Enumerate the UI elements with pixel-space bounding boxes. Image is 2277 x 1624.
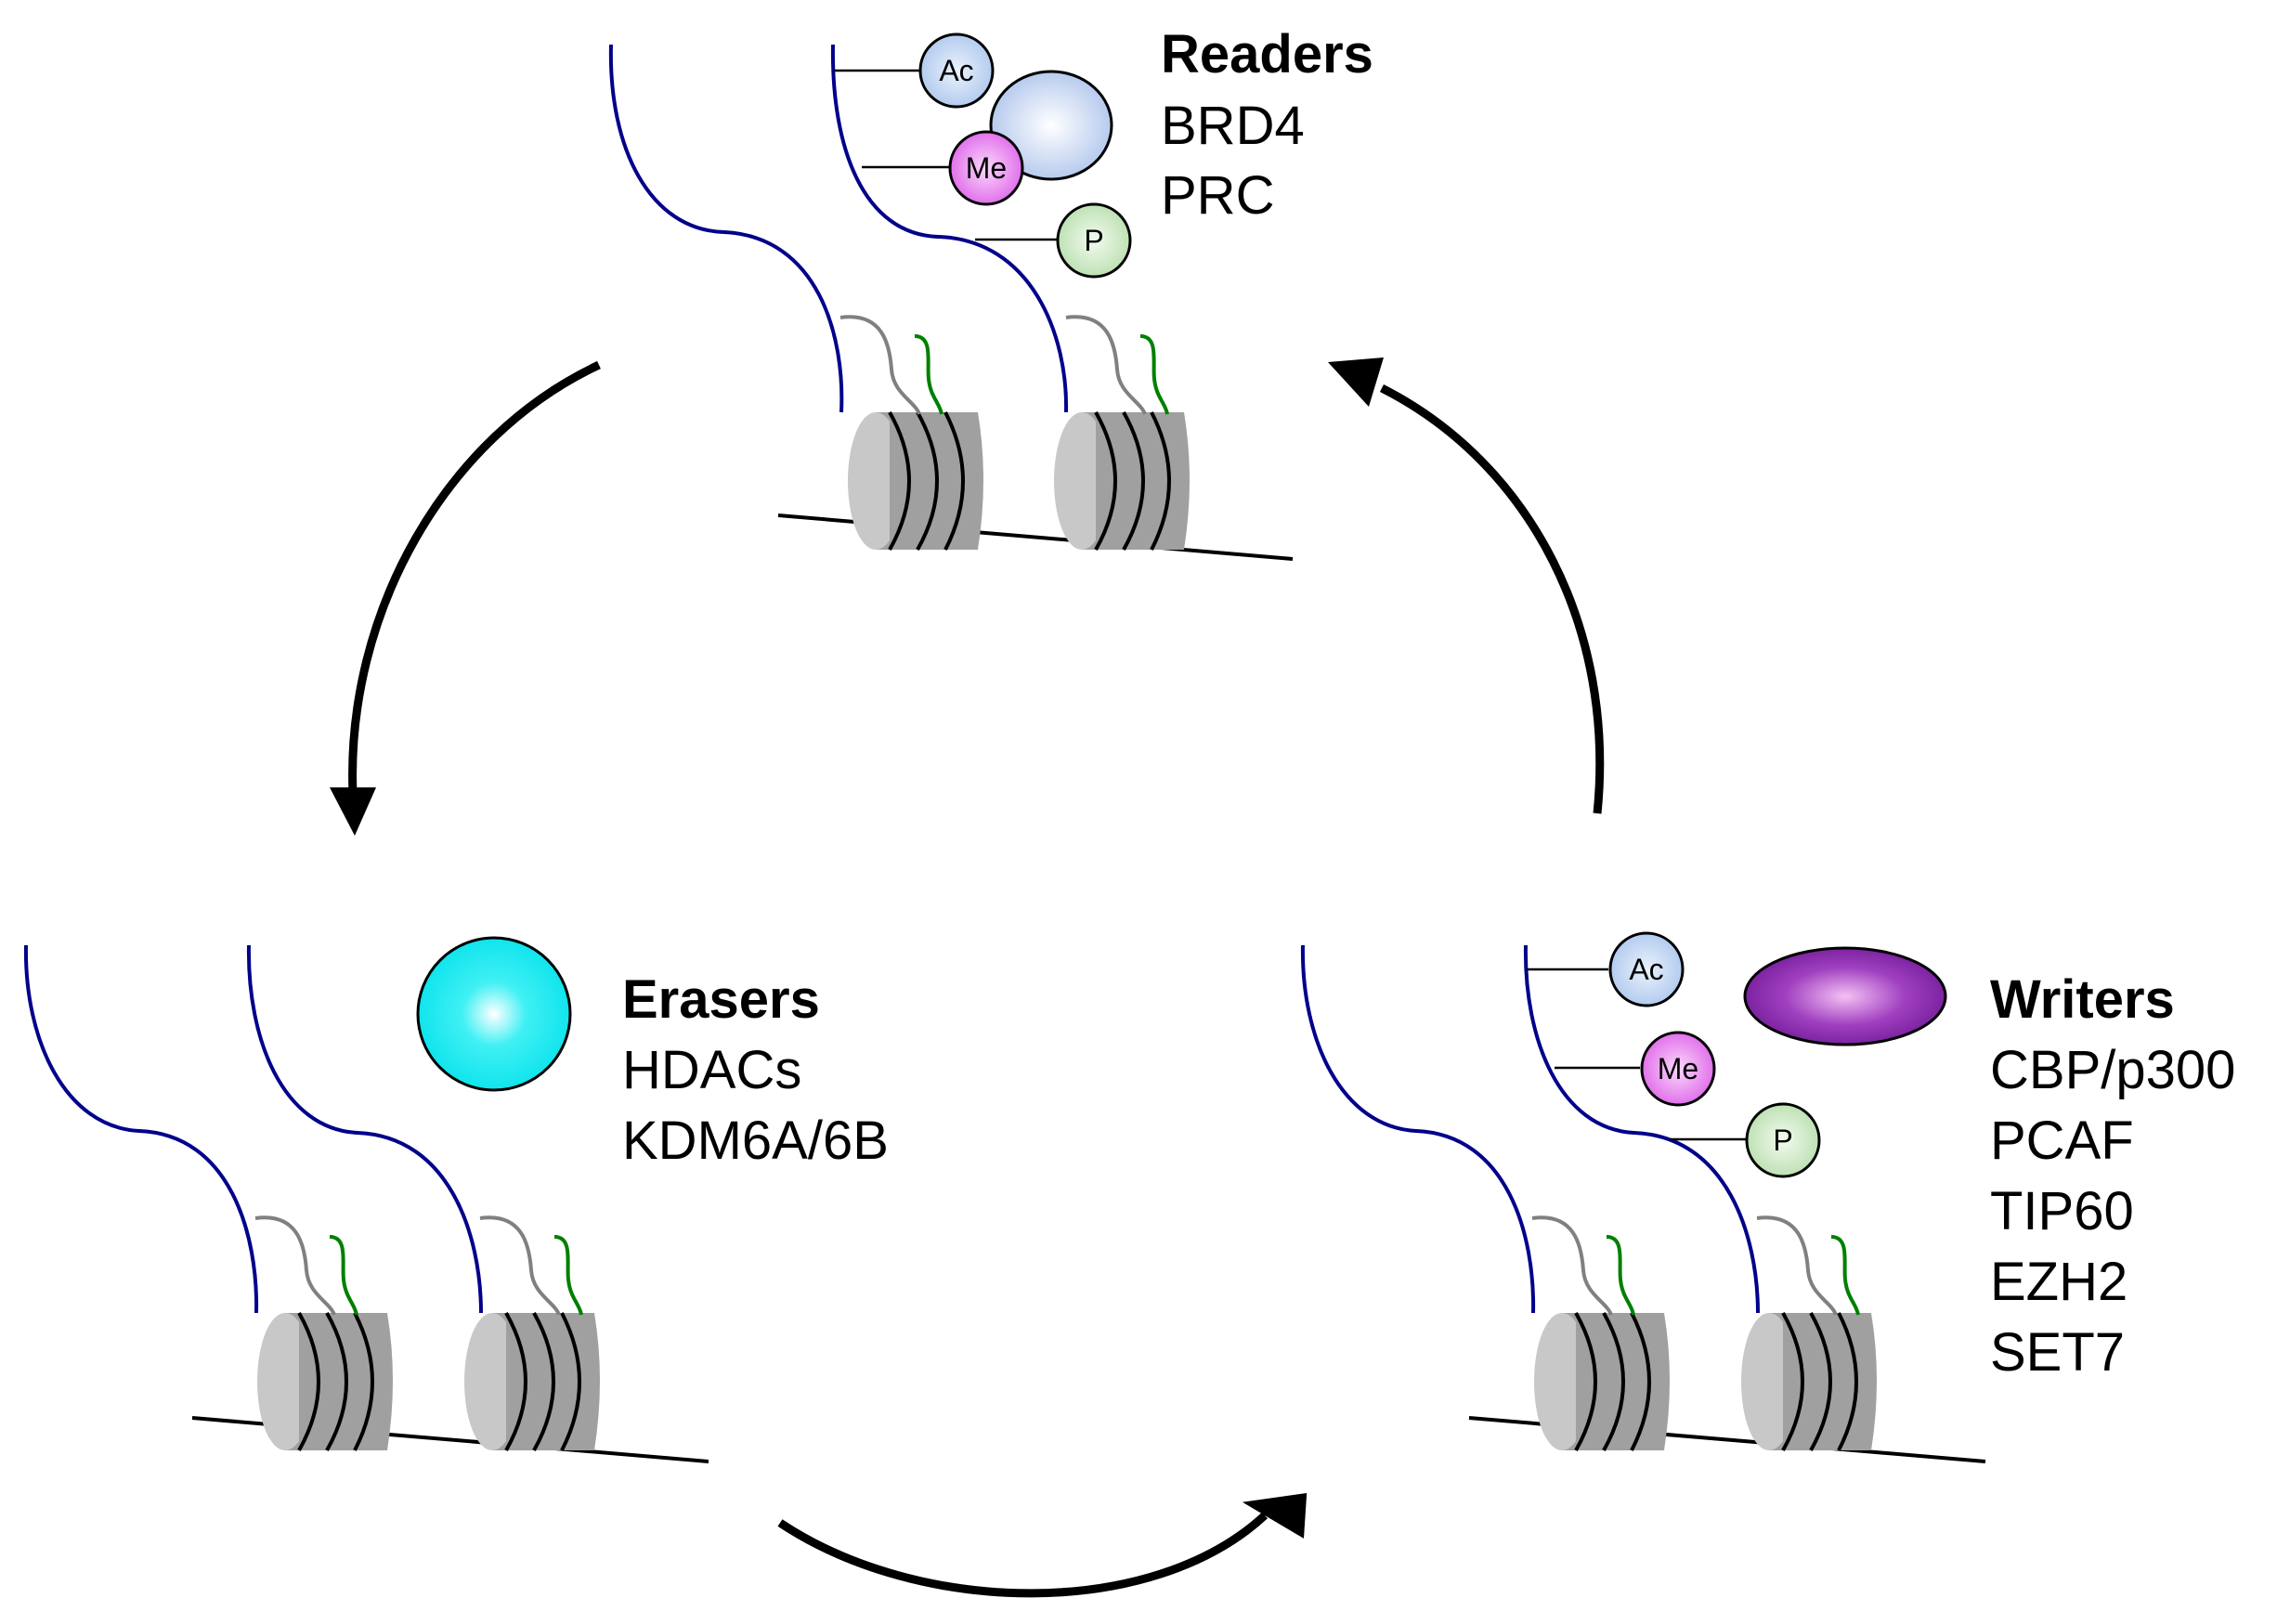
histone-tail-grey — [254, 1215, 336, 1316]
dna-wrap — [353, 1312, 374, 1451]
cycle-arrow-writers-to-readers — [1328, 357, 1605, 814]
histone-tail-green — [914, 334, 943, 415]
erasers-item: KDM6A/6B — [622, 1111, 889, 1171]
acetyl-mark-label: Ac — [939, 54, 973, 87]
phospho-mark-label: P — [1084, 224, 1103, 257]
reader-protein — [989, 70, 1113, 181]
dna-wrap — [1094, 411, 1117, 551]
readers-heading: Readers — [1161, 24, 1373, 84]
histone-tail-blue — [23, 944, 259, 1314]
histone-tail-green — [553, 1235, 583, 1316]
readers-item: BRD4 — [1161, 96, 1305, 156]
phospho-mark: P — [1056, 202, 1132, 279]
nucleosome — [1054, 411, 1190, 551]
dna-wrap — [1574, 1312, 1597, 1451]
arrowhead-icon — [330, 787, 376, 836]
dna-wrap — [1809, 1312, 1832, 1451]
histone-tail-green — [329, 1235, 358, 1316]
nucleosome — [464, 1312, 600, 1451]
histone-tail-blue — [1523, 944, 1760, 1314]
histone-tail-grey — [1756, 1215, 1838, 1316]
histone-tail-blue — [830, 44, 1069, 413]
histone-tail-blue — [1300, 944, 1536, 1314]
histone-tail-green — [1606, 1235, 1635, 1316]
erasers-item: HDACs — [622, 1040, 801, 1100]
dna-wrap — [1781, 1312, 1804, 1451]
nucleosome — [257, 1312, 393, 1451]
erasers-heading: Erasers — [622, 969, 820, 1030]
histone-tail-blue — [246, 944, 483, 1314]
acetyl-mark-label: Ac — [1629, 953, 1663, 986]
dna-wrap — [1122, 411, 1145, 551]
dna-wrap — [325, 1312, 348, 1451]
writers-panel: Ac Me P Writers CBP/p300 PCAF TIP60 EZH2… — [1300, 931, 2235, 1463]
histone-tail-grey — [1065, 315, 1147, 415]
nucleosome — [1741, 1312, 1877, 1451]
eraser-protein — [416, 936, 572, 1092]
histone-tail-green — [1830, 1235, 1860, 1316]
histone-tail-grey — [479, 1215, 561, 1316]
cycle-arrow-erasers-to-writers — [777, 1492, 1308, 1598]
erasers-panel: Erasers HDACs KDM6A/6B — [23, 936, 889, 1463]
phospho-mark-label: P — [1773, 1124, 1792, 1157]
writer-protein — [1743, 946, 1947, 1046]
methyl-mark-label: Me — [966, 151, 1007, 185]
dna-wrap — [943, 411, 965, 551]
methyl-mark: Me — [1640, 1031, 1716, 1107]
dna-wrap — [1150, 411, 1171, 551]
arrowhead-icon — [1328, 357, 1384, 407]
phospho-mark: P — [1745, 1102, 1821, 1178]
dna-wrap — [1837, 1312, 1858, 1451]
dna-wrap — [560, 1312, 581, 1451]
writers-item: PCAF — [1990, 1111, 2134, 1171]
histone-tail-grey — [1531, 1215, 1613, 1316]
methyl-mark-label: Me — [1658, 1052, 1698, 1085]
histone-tail-blue — [608, 44, 844, 413]
dna-wrap — [888, 411, 911, 551]
writers-item: SET7 — [1990, 1322, 2125, 1383]
writers-item: TIP60 — [1990, 1181, 2134, 1241]
readers-item: PRC — [1161, 165, 1274, 226]
arrowhead-icon — [1242, 1492, 1308, 1539]
methyl-mark: Me — [948, 130, 1024, 206]
dna-wrap — [1630, 1312, 1651, 1451]
writers-item: EZH2 — [1990, 1252, 2127, 1312]
writers-heading: Writers — [1990, 969, 2175, 1030]
nucleosome — [848, 411, 983, 551]
dna-wrap — [916, 411, 939, 551]
writers-item: CBP/p300 — [1990, 1040, 2235, 1100]
readers-panel: Ac Me P Readers BRD4 PRC — [608, 24, 1373, 561]
dna-wrap — [1602, 1312, 1625, 1451]
dna-wrap — [297, 1312, 320, 1451]
histone-tail-grey — [839, 315, 921, 415]
acetyl-mark: Ac — [918, 32, 995, 109]
cycle-arrow-readers-to-erasers — [330, 360, 601, 836]
nucleosome — [1534, 1312, 1670, 1451]
acetyl-mark: Ac — [1608, 931, 1685, 1007]
dna-wrap — [532, 1312, 555, 1451]
histone-tail-green — [1139, 334, 1169, 415]
dna-wrap — [504, 1312, 527, 1451]
